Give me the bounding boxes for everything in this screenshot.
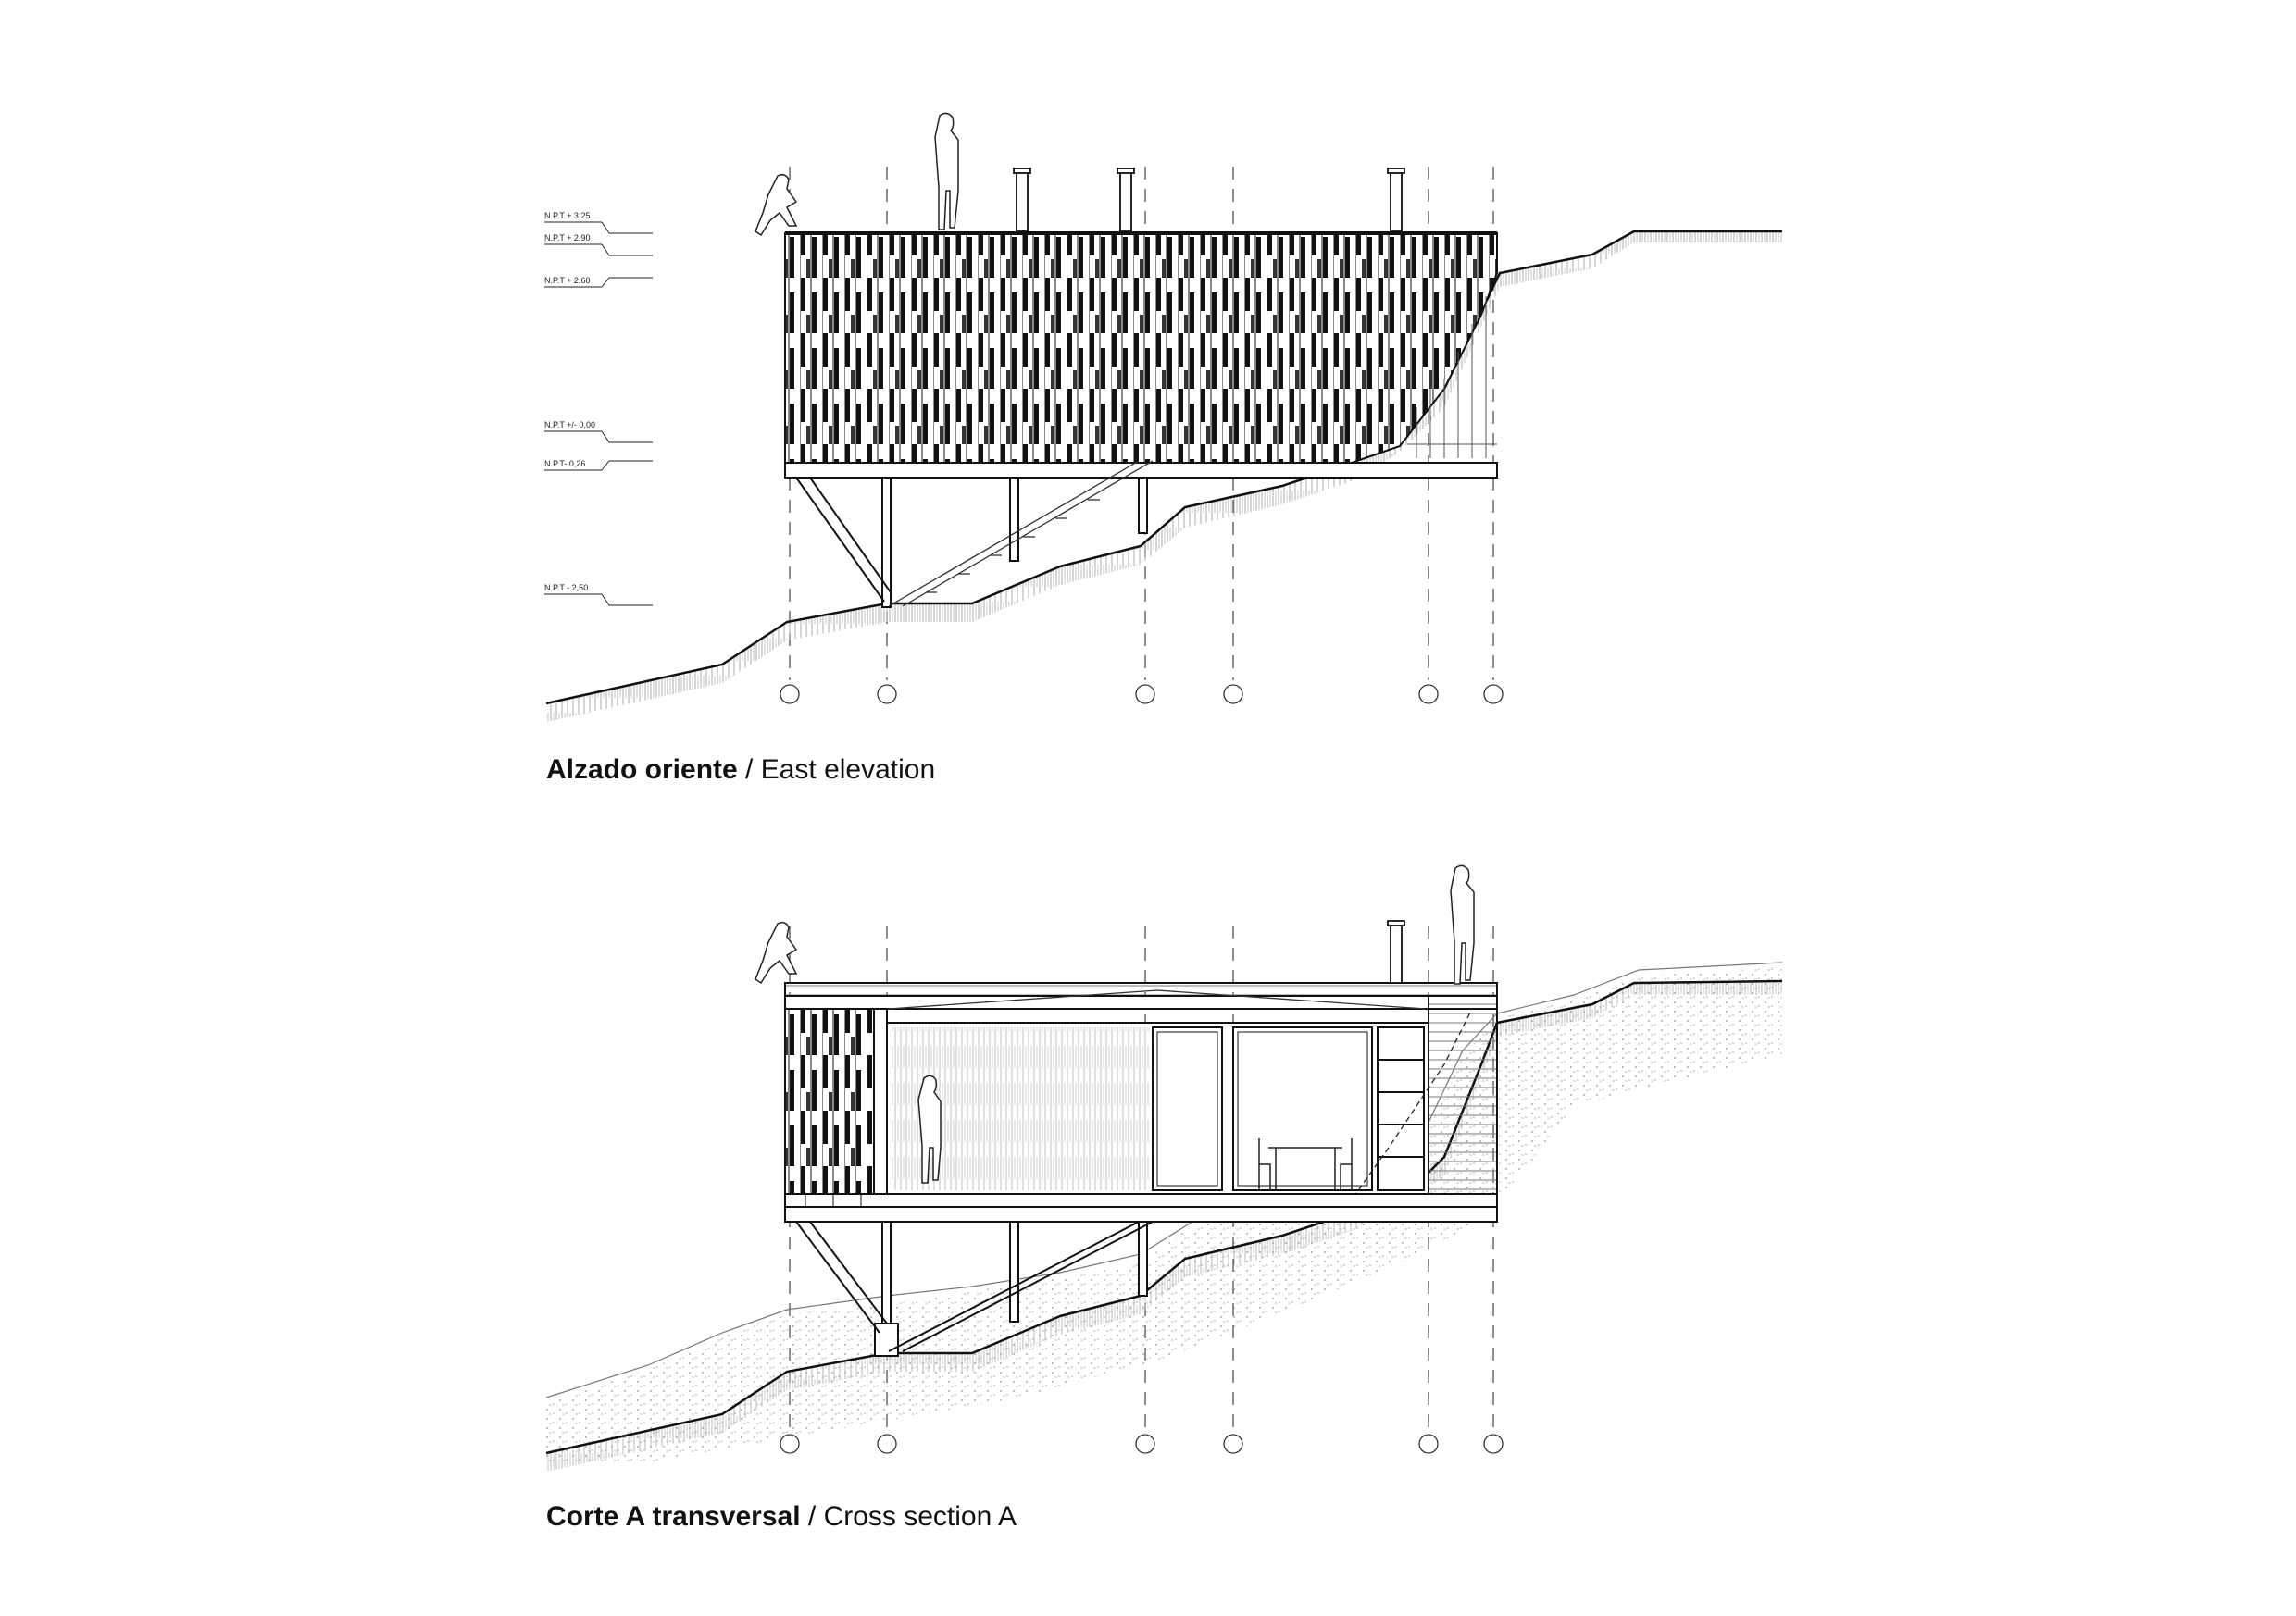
chimneys [1013, 168, 1405, 232]
roof-slope-line [888, 989, 1427, 1010]
roof-edge [785, 231, 1497, 235]
section-roof [784, 982, 1498, 997]
level-label: N.P.T- 0,26 [544, 459, 585, 468]
person-figure [755, 864, 1475, 985]
grid-bubbles [780, 1434, 1504, 1454]
east-floor-slab [784, 462, 1498, 479]
section-cut-line [1341, 1008, 1473, 1213]
level-label: N.P.T + 2,90 [544, 233, 590, 242]
level-markers [544, 221, 653, 606]
level-label: N.P.T + 2,60 [544, 276, 590, 285]
dining-table [1258, 1138, 1353, 1190]
deck-slats [1407, 296, 1497, 458]
caption-cross-section: Corte A transversal / Cross section A [546, 1501, 1017, 1533]
caption-light: / Cross section A [800, 1501, 1017, 1532]
section-left-wall [873, 1008, 888, 1195]
interior-person-figure [917, 1075, 942, 1184]
section-right-wall [1428, 995, 1498, 1195]
section-structure [795, 1221, 1154, 1357]
section-floor-structure [784, 1206, 1498, 1223]
east-elevation: N.P.T + 3,25 N.P.T + 2,90 N.P.T + 2,60 N… [544, 112, 1782, 722]
section-chimney [1387, 920, 1405, 984]
caption-bold: Corte A transversal [546, 1501, 801, 1532]
level-label: N.P.T +/- 0,00 [544, 420, 595, 429]
level-label: N.P.T + 3,25 [544, 211, 590, 220]
section-floor-joists [805, 1194, 862, 1207]
cladding-facade [784, 232, 1498, 464]
caption-bold: Alzado oriente [546, 754, 738, 785]
east-structure [795, 477, 1148, 608]
grid-bubbles [780, 684, 1504, 704]
section-floor [784, 1193, 1498, 1208]
section-terrain-top [545, 962, 1783, 1398]
section-left-cladding [784, 1008, 875, 1195]
caption-light: / East elevation [737, 754, 936, 785]
caption-east-elevation: Alzado oriente / East elevation [546, 754, 935, 786]
cross-section [545, 864, 1783, 1472]
level-label: N.P.T - 2,50 [544, 583, 588, 592]
person-figure [755, 112, 959, 237]
windows [1152, 1026, 1425, 1191]
section-terrain-line [545, 979, 1783, 1455]
terrain-line [545, 230, 1782, 705]
east-stair [888, 460, 1154, 607]
